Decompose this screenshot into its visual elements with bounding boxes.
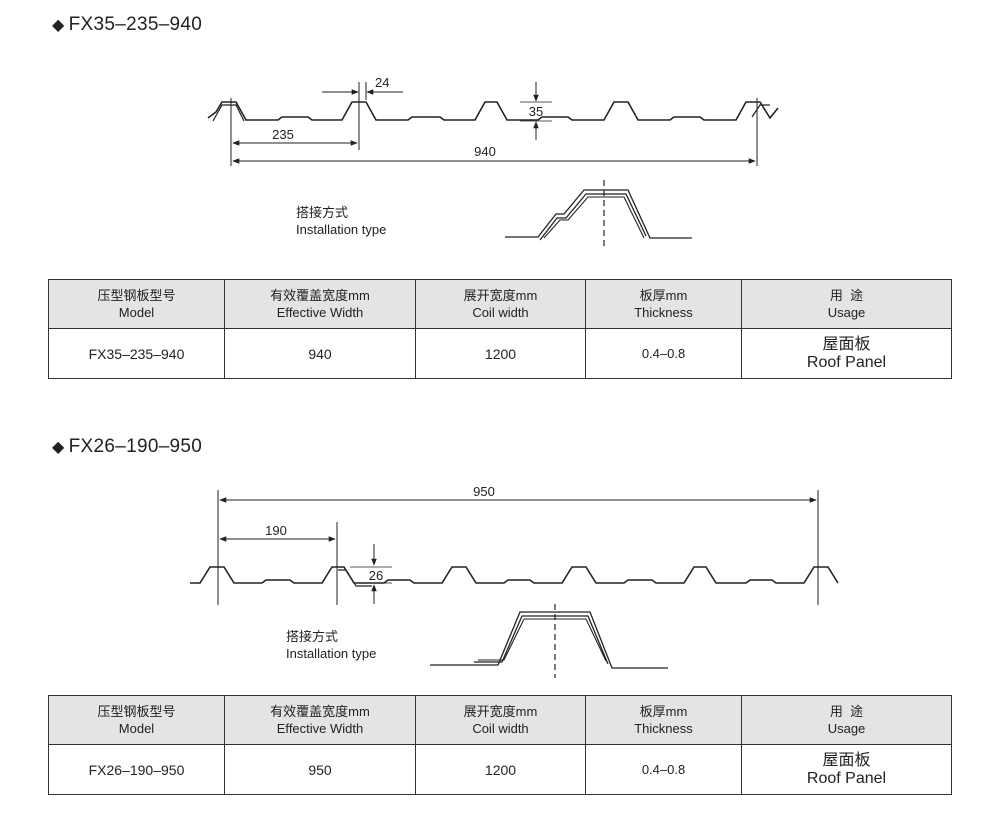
- dim-950-label: 950: [473, 484, 495, 499]
- section-2-title: ◆FX26–190–950: [52, 436, 202, 458]
- dim-940-label: 940: [474, 144, 496, 159]
- installation-detail-2: [430, 604, 668, 678]
- header-en: Usage: [827, 721, 866, 736]
- header-cn: 板厚mm: [639, 704, 688, 719]
- header-cn: 压型钢板型号: [97, 288, 176, 303]
- header-en: Effective Width: [276, 721, 364, 736]
- dim-235-label: 235: [272, 127, 294, 142]
- header-cn: 板厚mm: [639, 288, 688, 303]
- section-1-title-text: FX35–235–940: [68, 14, 203, 35]
- panel-profile-2: [190, 566, 839, 584]
- header-cn: 用 途: [829, 288, 864, 303]
- header-en: Usage: [827, 305, 866, 320]
- profile-drawing-1: 235 24 35 940: [207, 75, 779, 250]
- cell-effective-width: 950: [224, 744, 416, 795]
- panel-profile-1: [207, 101, 779, 121]
- cell-thickness: 0.4–0.8: [585, 328, 742, 379]
- usage-en: Roof Panel: [806, 769, 887, 787]
- header-cn: 有效覆盖宽度mm: [270, 704, 370, 719]
- usage-cn: 屋面板: [822, 751, 871, 769]
- cell-effective-width: 940: [224, 328, 416, 379]
- header-usage: 用 途 Usage: [741, 279, 952, 329]
- header-model: 压型钢板型号 Model: [48, 279, 225, 329]
- cell-thickness: 0.4–0.8: [585, 744, 742, 795]
- diamond-bullet-icon: ◆: [52, 439, 65, 456]
- installation-label-cn: 搭接方式: [296, 205, 349, 220]
- installation-label-2: 搭接方式 Installation type: [286, 628, 376, 662]
- header-cn: 有效覆盖宽度mm: [270, 288, 370, 303]
- header-en: Coil width: [472, 305, 529, 320]
- dim-35-label: 35: [529, 104, 543, 119]
- section-2-title-text: FX26–190–950: [68, 436, 203, 457]
- header-en: Thickness: [634, 305, 693, 320]
- header-en: Effective Width: [276, 305, 364, 320]
- header-en: Thickness: [634, 721, 693, 736]
- dim-190-label: 190: [265, 523, 287, 538]
- header-usage: 用 途 Usage: [741, 695, 952, 745]
- cell-model: FX26–190–950: [48, 744, 225, 795]
- installation-detail-1: [505, 180, 692, 250]
- installation-label-1: 搭接方式 Installation type: [296, 204, 386, 238]
- installation-label-en: Installation type: [286, 646, 377, 661]
- cell-coil-width: 1200: [415, 328, 586, 379]
- header-cn: 展开宽度mm: [463, 288, 538, 303]
- installation-label-en: Installation type: [296, 222, 387, 237]
- header-en: Model: [118, 305, 155, 320]
- usage-cn: 屋面板: [822, 335, 871, 353]
- header-cn: 压型钢板型号: [97, 704, 176, 719]
- cell-coil-width: 1200: [415, 744, 586, 795]
- section-1-title: ◆FX35–235–940: [52, 14, 202, 36]
- header-cn: 展开宽度mm: [463, 704, 538, 719]
- header-cn: 用 途: [829, 704, 864, 719]
- header-en: Coil width: [472, 721, 529, 736]
- usage-en: Roof Panel: [806, 353, 887, 371]
- dim-26-label: 26: [369, 568, 383, 583]
- dim-24-label: 24: [375, 75, 389, 90]
- diamond-bullet-icon: ◆: [52, 17, 65, 34]
- header-en: Model: [118, 721, 155, 736]
- profile-drawing-2: 950 190 26: [190, 484, 839, 678]
- installation-label-cn: 搭接方式: [286, 629, 339, 644]
- header-model: 压型钢板型号 Model: [48, 695, 225, 745]
